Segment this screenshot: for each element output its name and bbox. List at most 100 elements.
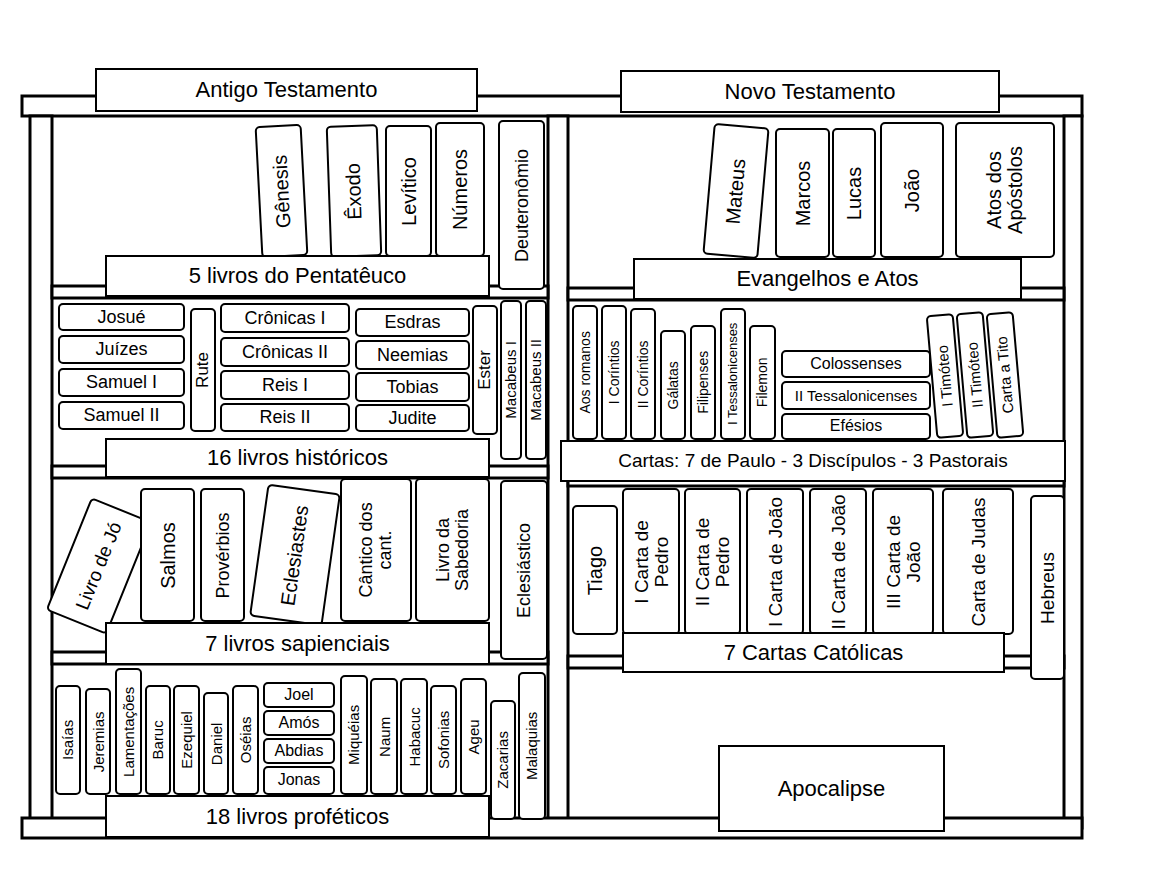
book-title: II Carta de Pedro <box>693 493 733 630</box>
label-text: 16 livros históricos <box>207 446 388 469</box>
book-spine: Naum <box>370 678 398 795</box>
book-title: II Carta de João <box>828 493 848 630</box>
label-text: Antigo Testamento <box>196 78 378 101</box>
book-spine: Reis II <box>220 403 350 432</box>
book-title: Cântico dos cant. <box>357 483 395 617</box>
book-spine: Livro de Jó <box>46 497 153 635</box>
book-spine: II Coríntios <box>630 308 656 440</box>
book-title: Números <box>450 127 471 252</box>
book-spine: Joel <box>263 682 335 708</box>
label-box: 18 livros proféticos <box>105 795 490 838</box>
book-spine: Ageu <box>460 678 487 795</box>
book-spine: Judite <box>355 404 470 432</box>
book-title: Judite <box>388 409 436 428</box>
label-text: 5 livros do Pentatêuco <box>189 264 407 287</box>
book-spine: I Carta de João <box>746 488 804 635</box>
book-spine: Cântico dos cant. <box>340 478 412 622</box>
label-box: Antigo Testamento <box>95 68 478 112</box>
book-title: Esdras <box>384 313 440 332</box>
book-title: I Coríntios <box>607 310 622 435</box>
right-post <box>1064 116 1082 828</box>
book-spine: I Coríntios <box>601 305 627 440</box>
book-title: Naum <box>376 683 392 790</box>
book-spine: Sofonias <box>430 685 457 795</box>
book-title: I Carta de João <box>765 493 785 630</box>
book-spine: Samuel I <box>58 368 185 397</box>
label-box: 7 livros sapienciais <box>105 622 490 665</box>
book-title: Josué <box>97 308 145 327</box>
book-title: Gênesis <box>268 130 295 253</box>
book-title: Provérbios <box>213 493 232 617</box>
book-spine: Zacarias <box>490 700 516 820</box>
label-box: 7 Cartas Católicas <box>622 632 1005 673</box>
book-title: Rute <box>194 313 212 427</box>
book-title: Juízes <box>95 340 147 359</box>
book-title: Deuteronômio <box>512 125 531 285</box>
book-spine: Juízes <box>58 335 185 364</box>
book-spine: Eclesiástico <box>500 480 548 660</box>
book-spine: João <box>880 122 944 258</box>
book-title: Êxodo <box>341 130 366 253</box>
book-spine: Efésios <box>781 413 931 440</box>
book-title: Filemon <box>755 330 770 435</box>
book-title: Ezequiel <box>179 690 195 790</box>
book-spine: Tiago <box>572 505 618 635</box>
left-post <box>30 116 52 828</box>
book-title: I Timóteo <box>932 319 958 434</box>
book-title: Daniel <box>208 697 224 790</box>
book-title: I Carta de Pedro <box>631 493 671 630</box>
book-spine: Aos romanos <box>572 305 598 440</box>
book-title: Gálatas <box>666 335 681 435</box>
book-title: Hebreus <box>1038 500 1058 675</box>
book-spine: Isaías <box>55 685 81 795</box>
label-text: Novo Testamento <box>725 80 896 103</box>
book-spine: Hebreus <box>1030 495 1065 680</box>
book-title: II Tessalonicenses <box>795 388 917 404</box>
book-spine: Provérbios <box>200 488 245 622</box>
book-spine: Habacuc <box>400 678 428 795</box>
label-box: 5 livros do Pentatêuco <box>105 255 490 297</box>
book-title: Zacarias <box>495 705 511 815</box>
book-title: Eclesiastes <box>276 492 314 618</box>
book-title: Macabeus I <box>503 305 519 455</box>
book-title: III Carta de João <box>883 493 923 630</box>
book-title: Colossenses <box>810 356 902 373</box>
book-spine: Miquéias <box>340 675 368 795</box>
book-title: Malaquias <box>524 677 540 815</box>
book-title: I Tessalonicenses <box>726 313 740 435</box>
book-spine: Êxodo <box>326 124 383 258</box>
book-title: Miquéias <box>346 680 362 790</box>
book-title: Marcos <box>792 133 813 253</box>
label-text: 7 Cartas Católicas <box>724 641 904 664</box>
book-spine: Salmos <box>140 488 195 622</box>
book-spine: Atos dos Apóstolos <box>955 122 1055 258</box>
book-spine: Daniel <box>203 692 229 795</box>
book-spine: Tobias <box>355 372 470 402</box>
book-title: Lamentações <box>121 673 137 790</box>
book-spine: II Tessalonicenses <box>781 381 931 410</box>
book-title: Samuel II <box>83 406 159 425</box>
label-box: Evangelhos e Atos <box>633 258 1022 300</box>
book-spine: Lamentações <box>115 668 142 795</box>
book-spine: II Carta de Pedro <box>684 488 741 635</box>
book-title: Habacuc <box>406 683 422 790</box>
book-title: Ester <box>476 310 494 430</box>
label-text: Apocalipse <box>778 777 886 800</box>
book-spine: Lucas <box>832 128 876 258</box>
book-title: Carta a Tito <box>992 317 1018 434</box>
book-spine: Josué <box>58 303 185 331</box>
book-title: Salmos <box>157 493 178 617</box>
book-spine: Gênesis <box>255 124 309 258</box>
book-title: Livro da Sabedoria <box>434 483 472 617</box>
book-title: Samuel I <box>86 373 157 392</box>
book-title: Ageu <box>466 683 482 790</box>
book-title: Amós <box>279 715 320 732</box>
book-title: Carta de Judas <box>968 493 988 630</box>
label-box: Cartas: 7 de Paulo - 3 Discípulos - 3 Pa… <box>560 440 1066 482</box>
book-title: Jonas <box>278 772 321 789</box>
book-title: Baruc <box>150 690 166 790</box>
book-spine: Macabeus II <box>525 300 547 460</box>
book-spine: Rute <box>190 308 216 432</box>
label-text: Evangelhos e Atos <box>736 267 918 290</box>
